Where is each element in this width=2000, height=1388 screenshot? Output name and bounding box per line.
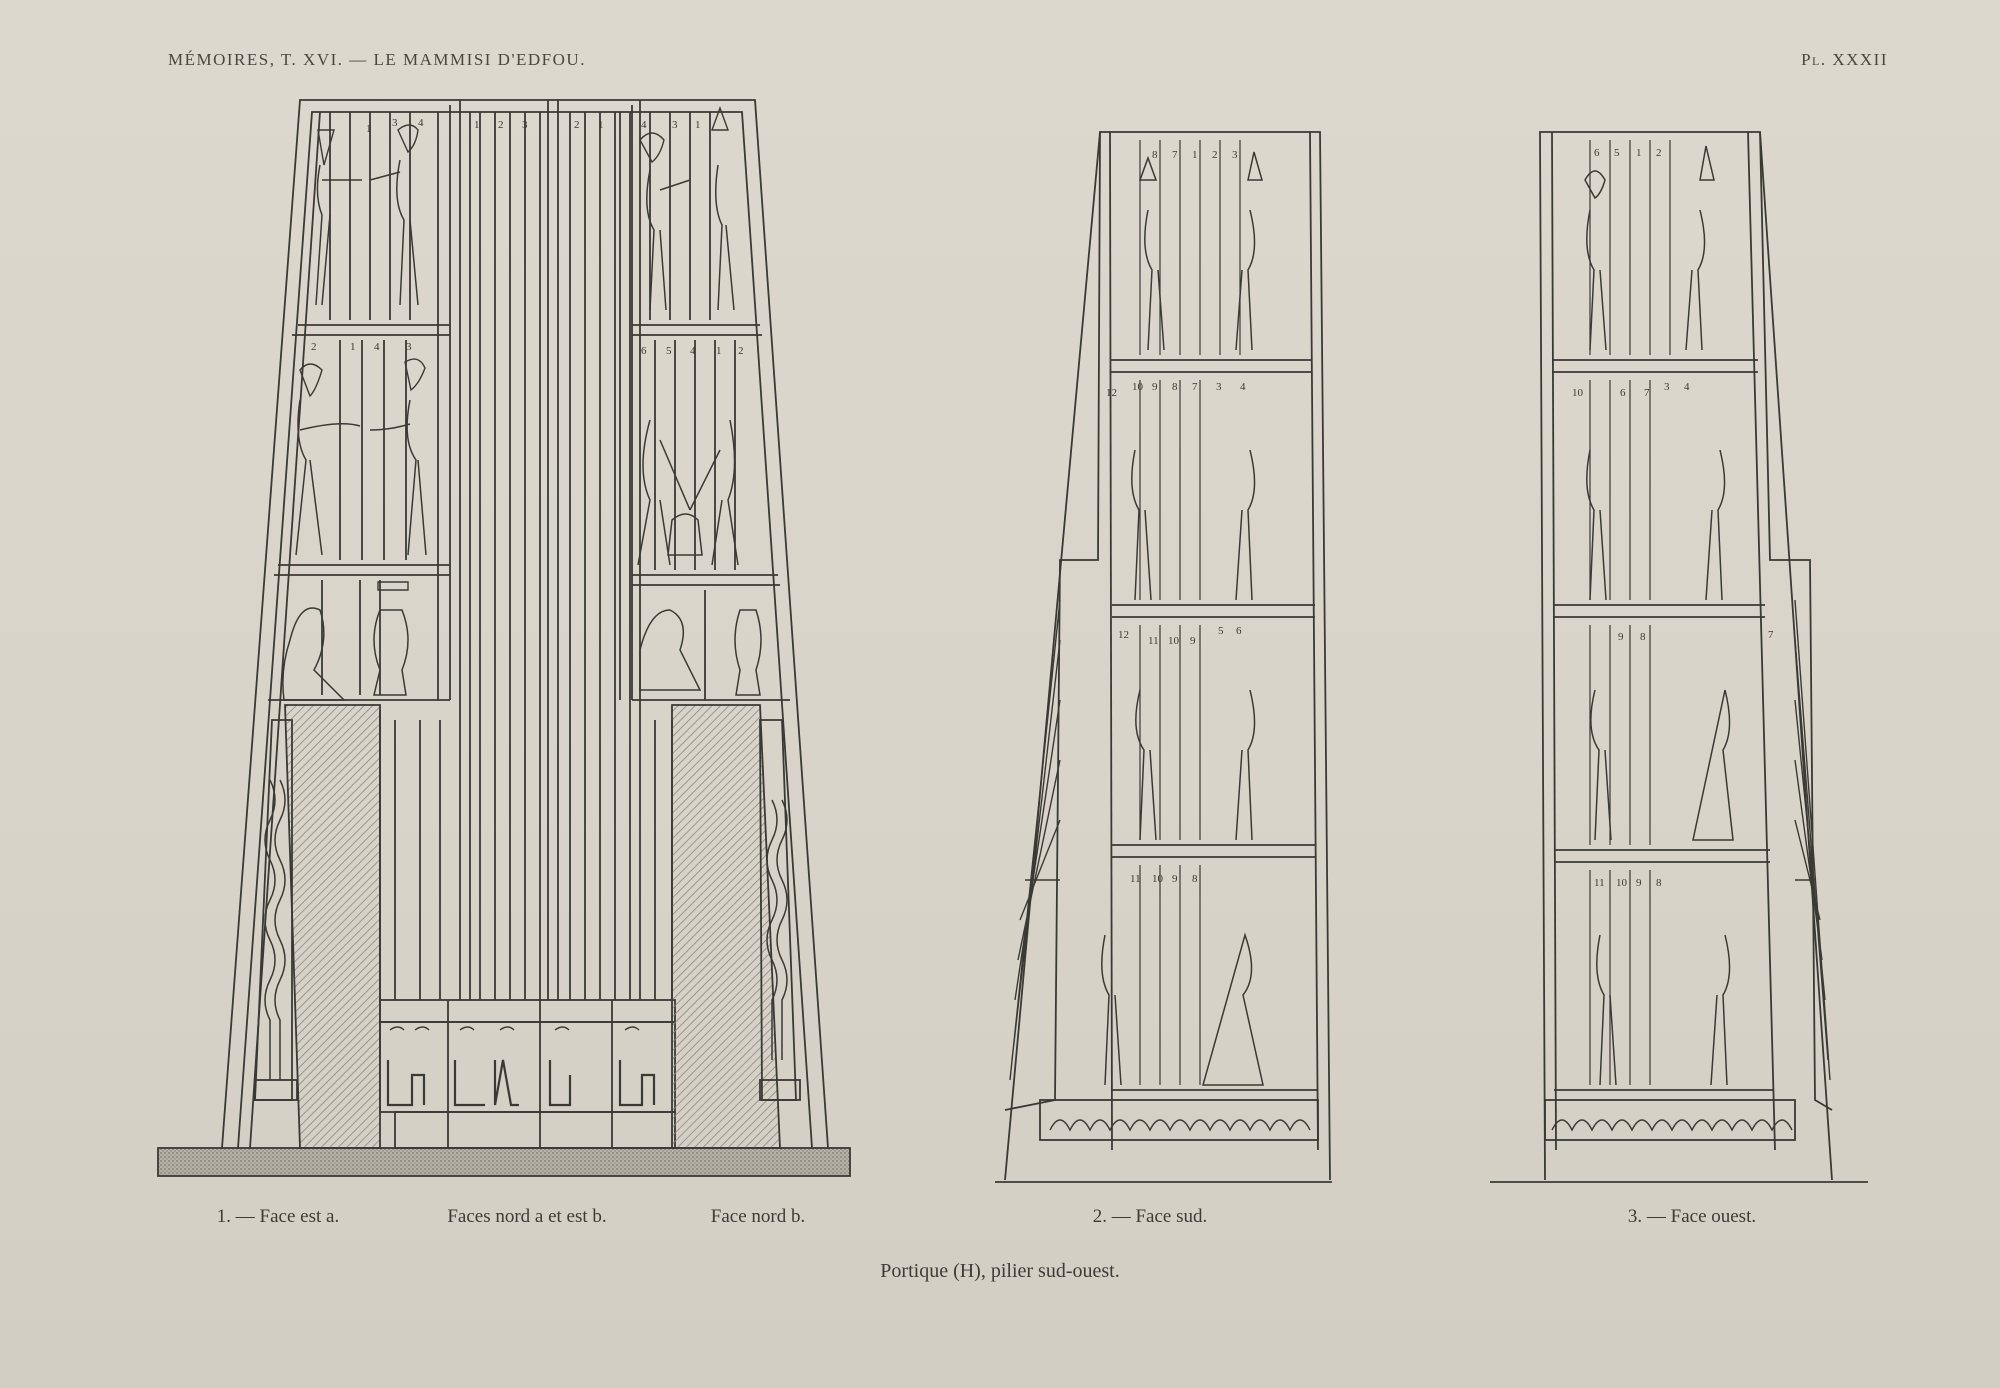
num: 8 [1152, 149, 1158, 161]
num: 4 [1240, 381, 1246, 393]
num: 10 [1152, 873, 1164, 885]
num: 1 [695, 119, 701, 131]
caption-face-est-a: 1. — Face est a. [216, 1206, 340, 1227]
num: 3 [392, 117, 398, 129]
pillar-outline-2 [1004, 131, 1331, 1181]
num: 9 [1190, 635, 1196, 647]
register-numbers: 1 3 4 2 1 4 3 1 2 3 2 1 4 3 1 6 5 4 1 2 … [311, 117, 1774, 889]
num: 7 [1192, 381, 1198, 393]
num: 3 [1216, 381, 1222, 393]
num: 10 [1616, 877, 1628, 889]
num: 5 [1218, 625, 1224, 637]
num: 12 [1106, 387, 1117, 399]
num: 6 [1236, 625, 1242, 637]
num: 4 [374, 341, 380, 353]
num: 3 [1232, 149, 1238, 161]
num: 3 [406, 341, 412, 353]
num: 4 [690, 345, 696, 357]
num: 3 [1664, 381, 1670, 393]
figure-3-face-ouest [1490, 131, 1868, 1183]
num: 11 [1148, 635, 1159, 647]
num: 4 [1684, 381, 1690, 393]
num: 4 [641, 119, 647, 131]
num: 9 [1636, 877, 1642, 889]
num: 5 [666, 345, 672, 357]
num: 8 [1640, 631, 1646, 643]
num: 2 [1656, 147, 1662, 159]
num: 11 [1130, 873, 1141, 885]
num: 8 [1172, 381, 1178, 393]
num: 7 [1172, 149, 1178, 161]
num: 6 [641, 345, 647, 357]
num: 1 [1192, 149, 1198, 161]
num: 7 [1768, 629, 1774, 641]
num: 2 [311, 341, 317, 353]
num: 6 [1620, 387, 1626, 399]
num: 8 [1192, 873, 1198, 885]
pillar-outline-3 [1539, 131, 1833, 1181]
num: 2 [1212, 149, 1218, 161]
plate-caption: Portique (H), pilier sud-ouest. [880, 1260, 1120, 1282]
num: 1 [1636, 147, 1642, 159]
caption-face-sud: 2. — Face sud. [1092, 1206, 1208, 1227]
num: 2 [498, 119, 504, 131]
num: 10 [1132, 381, 1144, 393]
fig1-left-registers [268, 105, 451, 701]
num: 8 [1656, 877, 1662, 889]
num: 9 [1618, 631, 1624, 643]
figure-1-face-est [157, 99, 851, 1177]
num: 6 [1594, 147, 1600, 159]
num: 10 [1168, 635, 1180, 647]
caption-face-nord-b: Face nord b. [710, 1206, 806, 1227]
pillar-outline [221, 99, 829, 1149]
num: 9 [1172, 873, 1178, 885]
figure-2-face-sud [995, 131, 1332, 1183]
caption-face-ouest: 3. — Face ouest. [1627, 1206, 1757, 1227]
ground-band [157, 1147, 851, 1177]
num: 1 [716, 345, 722, 357]
fig1-central-columns [379, 100, 676, 1149]
num: 1 [598, 119, 604, 131]
num: 3 [522, 119, 528, 131]
plate-number: Pl. XXXII [1801, 50, 1888, 69]
num: 2 [738, 345, 744, 357]
num: 3 [672, 119, 678, 131]
caption-faces-nord-a-est-b: Faces nord a et est b. [447, 1206, 607, 1227]
num: 1 [350, 341, 356, 353]
num: 10 [1572, 387, 1584, 399]
num: 7 [1644, 387, 1650, 399]
num: 9 [1152, 381, 1158, 393]
num: 11 [1594, 877, 1605, 889]
num: 2 [574, 119, 580, 131]
num: 1 [366, 123, 372, 135]
num: 5 [1614, 147, 1620, 159]
fig1-right-registers [619, 105, 790, 701]
running-head-title: MÉMOIRES, T. XVI. — LE MAMMISI D'EDFOU. [168, 50, 586, 69]
num: 1 [474, 119, 480, 131]
num: 12 [1118, 629, 1129, 641]
num: 4 [418, 117, 424, 129]
